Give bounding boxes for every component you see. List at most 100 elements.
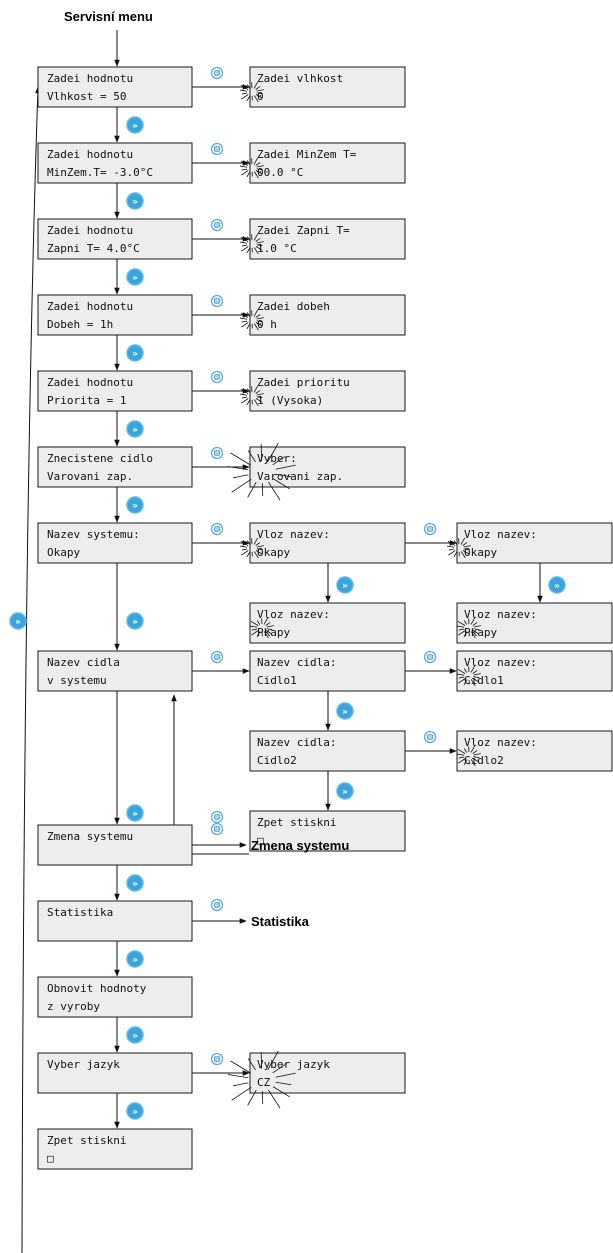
ok-button-icon[interactable] bbox=[210, 446, 224, 460]
ok-button-icon[interactable] bbox=[210, 370, 224, 384]
menu-line1: Zmena systemu bbox=[47, 830, 133, 843]
svg-text:»: » bbox=[132, 879, 138, 889]
sub-box-vloz-nazev-2[interactable]: Vloz nazev: Okapy bbox=[456, 522, 613, 564]
sub-line2: Cidlo1 bbox=[464, 674, 504, 687]
menu-line1: Zadei hodnotu bbox=[47, 148, 133, 161]
ok-button-icon[interactable] bbox=[423, 650, 437, 664]
next-button-icon[interactable]: » bbox=[126, 874, 144, 892]
ok-button-icon[interactable] bbox=[210, 522, 224, 536]
menu-box-obnovit[interactable]: Obnovit hodnoty z vyroby bbox=[37, 976, 193, 1018]
svg-text:»: » bbox=[15, 617, 21, 627]
menu-box-znecistene[interactable]: Znecistene cidlo Varovani zap. bbox=[37, 446, 193, 488]
sub-line1: Zpet stiskni bbox=[257, 816, 336, 829]
menu-box-zpet[interactable]: Zpet stiskni □ bbox=[37, 1128, 193, 1170]
menu-line1: Zadei hodnotu bbox=[47, 224, 133, 237]
sub-line1: Vyber: bbox=[257, 452, 297, 465]
sub-box-zadej-minzem[interactable]: Zadei MinZem T= 00.0 °C bbox=[249, 142, 406, 184]
menu-box-vlhkost[interactable]: Zadei hodnotu Vlhkost = 50 bbox=[37, 66, 193, 108]
sub-box-vloz-nazev-1[interactable]: Vloz nazev: Okapy bbox=[249, 522, 406, 564]
next-button-icon[interactable]: » bbox=[336, 702, 354, 720]
next-button-icon[interactable]: » bbox=[126, 1102, 144, 1120]
sub-box-nazev-cidla-2[interactable]: Nazev cidla: Cidlo2 bbox=[249, 730, 406, 772]
sub-box-zadej-zapni[interactable]: Zadei Zapni T= 1.0 °C bbox=[249, 218, 406, 260]
next-button-icon[interactable]: » bbox=[126, 1026, 144, 1044]
next-button-icon[interactable]: » bbox=[126, 344, 144, 362]
next-button-icon[interactable]: » bbox=[126, 420, 144, 438]
menu-line2: □ bbox=[47, 1152, 54, 1165]
next-button-icon[interactable]: » bbox=[336, 576, 354, 594]
sub-line2: Cidlo2 bbox=[257, 754, 297, 767]
sub-box-vloz-nazev-4[interactable]: Vloz nazev: Pkapy bbox=[456, 602, 613, 644]
sub-screens: Zadei vlhkost 0 Zadei MinZem T= 00.0 °C … bbox=[249, 66, 613, 1094]
svg-text:»: » bbox=[342, 581, 348, 591]
sub-line2: Varovani zap. bbox=[257, 470, 343, 483]
ok-button-icon[interactable] bbox=[210, 218, 224, 232]
ok-button-icon[interactable] bbox=[210, 142, 224, 156]
diagram-title: Servisní menu bbox=[64, 9, 153, 24]
svg-text:»: » bbox=[132, 273, 138, 283]
ok-button-icon[interactable] bbox=[423, 730, 437, 744]
menu-line1: Vyber jazyk bbox=[47, 1058, 120, 1071]
ok-button-icon[interactable] bbox=[210, 66, 224, 80]
menu-box-statistika[interactable]: Statistika bbox=[37, 900, 193, 942]
blink-burst-icon bbox=[456, 665, 481, 687]
ok-button-icon[interactable] bbox=[423, 522, 437, 536]
menu-line2: Dobeh = 1h bbox=[47, 318, 113, 331]
sub-line1: Zadei vlhkost bbox=[257, 72, 343, 85]
blink-burst-icon bbox=[239, 157, 264, 179]
next-button-icon[interactable]: » bbox=[126, 804, 144, 822]
next-button-icon[interactable]: » bbox=[126, 268, 144, 286]
menu-box-nazev-systemu[interactable]: Nazev systemu: Okapy bbox=[37, 522, 193, 564]
sub-box-zadej-priorita[interactable]: Zadei prioritu 1 (Vysoka) bbox=[249, 370, 406, 412]
menu-box-vyber-jazyk[interactable]: Vyber jazyk bbox=[37, 1052, 193, 1094]
sub-box-zadej-dobeh[interactable]: Zadei dobeh 0 h bbox=[249, 294, 406, 336]
menu-box-dobeh[interactable]: Zadei hodnotu Dobeh = 1h bbox=[37, 294, 193, 336]
sub-box-vyber-varovani[interactable]: Vyber: Varovani zap. bbox=[249, 446, 406, 488]
sub-box-nazev-cidla-1[interactable]: Nazev cidla: Cidlo1 bbox=[249, 650, 406, 692]
menu-line2: Varovani zap. bbox=[47, 470, 133, 483]
menu-box-zmena-systemu[interactable]: Zmena systemu bbox=[37, 824, 193, 866]
menu-box-zapni[interactable]: Zadei hodnotu Zapni T= 4.0°C bbox=[37, 218, 193, 260]
menu-line2: Zapni T= 4.0°C bbox=[47, 242, 140, 255]
svg-text:»: » bbox=[132, 809, 138, 819]
sub-line2: 00.0 °C bbox=[257, 166, 303, 179]
next-button-icon[interactable]: » bbox=[336, 782, 354, 800]
sub-line1: Zadei prioritu bbox=[257, 376, 350, 389]
next-button-icon[interactable]: » bbox=[126, 496, 144, 514]
ok-button-icon[interactable] bbox=[210, 650, 224, 664]
next-button-icon[interactable]: » bbox=[9, 612, 27, 630]
menu-box-minzem[interactable]: Zadei hodnotu MinZem.T= -3.0°C bbox=[37, 142, 193, 184]
ok-button-icon[interactable] bbox=[210, 294, 224, 308]
next-button-icon[interactable]: » bbox=[126, 950, 144, 968]
sub-line1: Zadei MinZem T= bbox=[257, 148, 357, 161]
ok-button-icon[interactable] bbox=[210, 810, 224, 824]
sub-line2: 0 bbox=[257, 90, 264, 103]
next-button-icon[interactable]: » bbox=[126, 612, 144, 630]
ok-button-icon[interactable] bbox=[210, 1052, 224, 1066]
menu-line2: MinZem.T= -3.0°C bbox=[47, 166, 153, 179]
sub-box-vloz-cidlo2[interactable]: Vloz nazev: Cidlo2 bbox=[456, 730, 613, 772]
next-button-icon[interactable]: » bbox=[548, 576, 566, 594]
sub-line2: Okapy bbox=[257, 546, 290, 559]
ok-button-icon[interactable] bbox=[210, 822, 224, 836]
blink-burst-icon bbox=[456, 745, 481, 767]
menu-line2: Priorita = 1 bbox=[47, 394, 126, 407]
menu-line1: Nazev systemu: bbox=[47, 528, 140, 541]
sub-box-zadej-vlhkost[interactable]: Zadei vlhkost 0 bbox=[249, 66, 406, 108]
sub-box-zpet-cidla[interactable]: Zpet stiskni □ bbox=[249, 810, 406, 852]
next-icons: » » » » » » » » » » » » » » » » » bbox=[9, 116, 566, 1120]
sub-line2: Pkapy bbox=[257, 626, 290, 639]
sub-line1: Vloz nazev: bbox=[257, 528, 330, 541]
sub-box-vloz-nazev-3[interactable]: Vloz nazev: Pkapy bbox=[249, 602, 406, 644]
menu-box-nazev-cidla[interactable]: Nazev cidla v systemu bbox=[37, 650, 193, 692]
next-button-icon[interactable]: » bbox=[126, 116, 144, 134]
ok-button-icon[interactable] bbox=[210, 898, 224, 912]
svg-text:»: » bbox=[132, 197, 138, 207]
svg-text:»: » bbox=[132, 955, 138, 965]
sub-line1: Vloz nazev: bbox=[464, 736, 537, 749]
next-button-icon[interactable]: » bbox=[126, 192, 144, 210]
sub-box-vloz-cidlo1[interactable]: Vloz nazev: Cidlo1 bbox=[456, 650, 613, 692]
menu-box-priorita[interactable]: Zadei hodnotu Priorita = 1 bbox=[37, 370, 193, 412]
sub-line2: Pkapy bbox=[464, 626, 497, 639]
svg-text:»: » bbox=[132, 121, 138, 131]
